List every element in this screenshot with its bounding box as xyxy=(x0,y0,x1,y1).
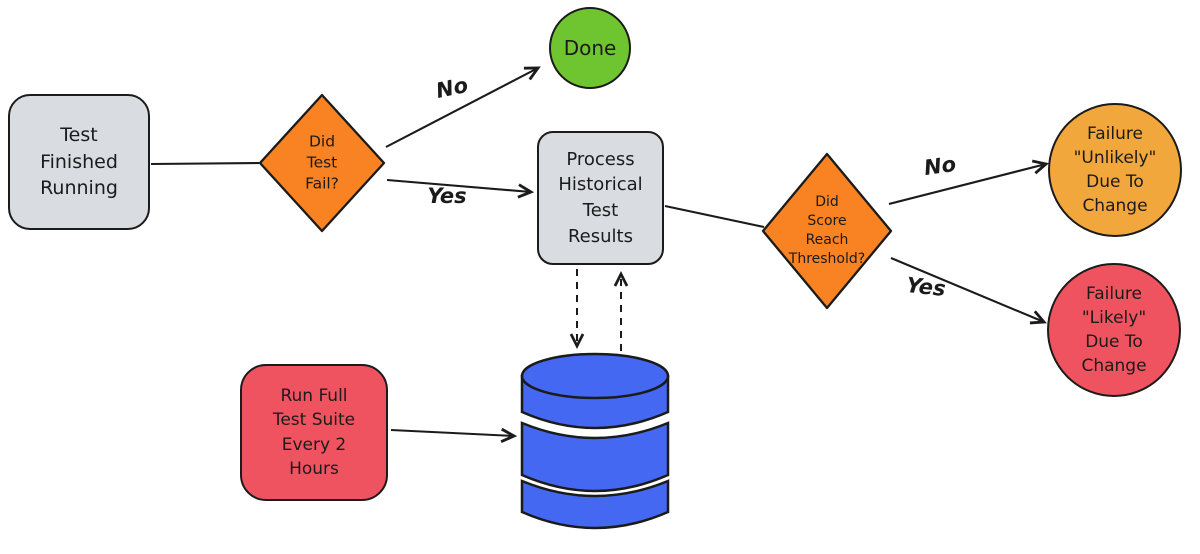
edge-score-yes-arrow xyxy=(890,257,1047,325)
database-band-middle xyxy=(520,421,670,493)
node-did-test-fail-label: Did Test Fail? xyxy=(305,132,339,193)
edge-fail-yes-arrow xyxy=(386,178,535,199)
edge-label-score-yes: Yes xyxy=(905,273,947,301)
database-band-bottom xyxy=(520,479,670,530)
node-test-finished-running: Test Finished Running xyxy=(8,94,150,230)
node-did-score-reach-label: Did Score Reach Threshold? xyxy=(788,194,866,267)
database-top-ellipse xyxy=(520,352,670,400)
node-label: Done xyxy=(563,35,617,60)
edge-suite-to-db-arrow xyxy=(390,427,518,443)
database-cylinder xyxy=(520,352,670,530)
node-failure-unlikely-circle: Failure "Unlikely" Due To Change xyxy=(1048,103,1182,237)
node-run-full-test-suite: Run Full Test Suite Every 2 Hours xyxy=(240,364,388,501)
node-process-historical-results: Process Historical Test Results xyxy=(537,131,664,265)
edge-label-fail-yes: Yes xyxy=(427,184,467,208)
node-label: Test Finished Running xyxy=(40,123,118,200)
node-label: Failure "Likely" Due To Change xyxy=(1081,283,1147,377)
edge-test-to-fail xyxy=(150,161,260,166)
node-did-score-reach-diamond xyxy=(761,152,893,310)
edge-fail-no-arrow xyxy=(385,66,541,148)
edge-score-no-arrow xyxy=(888,159,1050,206)
node-label: Process Historical Test Results xyxy=(558,148,643,247)
node-done-circle: Done xyxy=(549,7,631,89)
node-did-test-fail-diamond xyxy=(258,93,386,233)
node-failure-likely-circle: Failure "Likely" Due To Change xyxy=(1047,263,1181,397)
node-label: Failure "Unlikely" Due To Change xyxy=(1073,123,1157,217)
edge-process-to-score xyxy=(664,204,765,229)
node-label: Run Full Test Suite Every 2 Hours xyxy=(272,386,356,479)
edge-label-score-no: No xyxy=(922,151,958,181)
